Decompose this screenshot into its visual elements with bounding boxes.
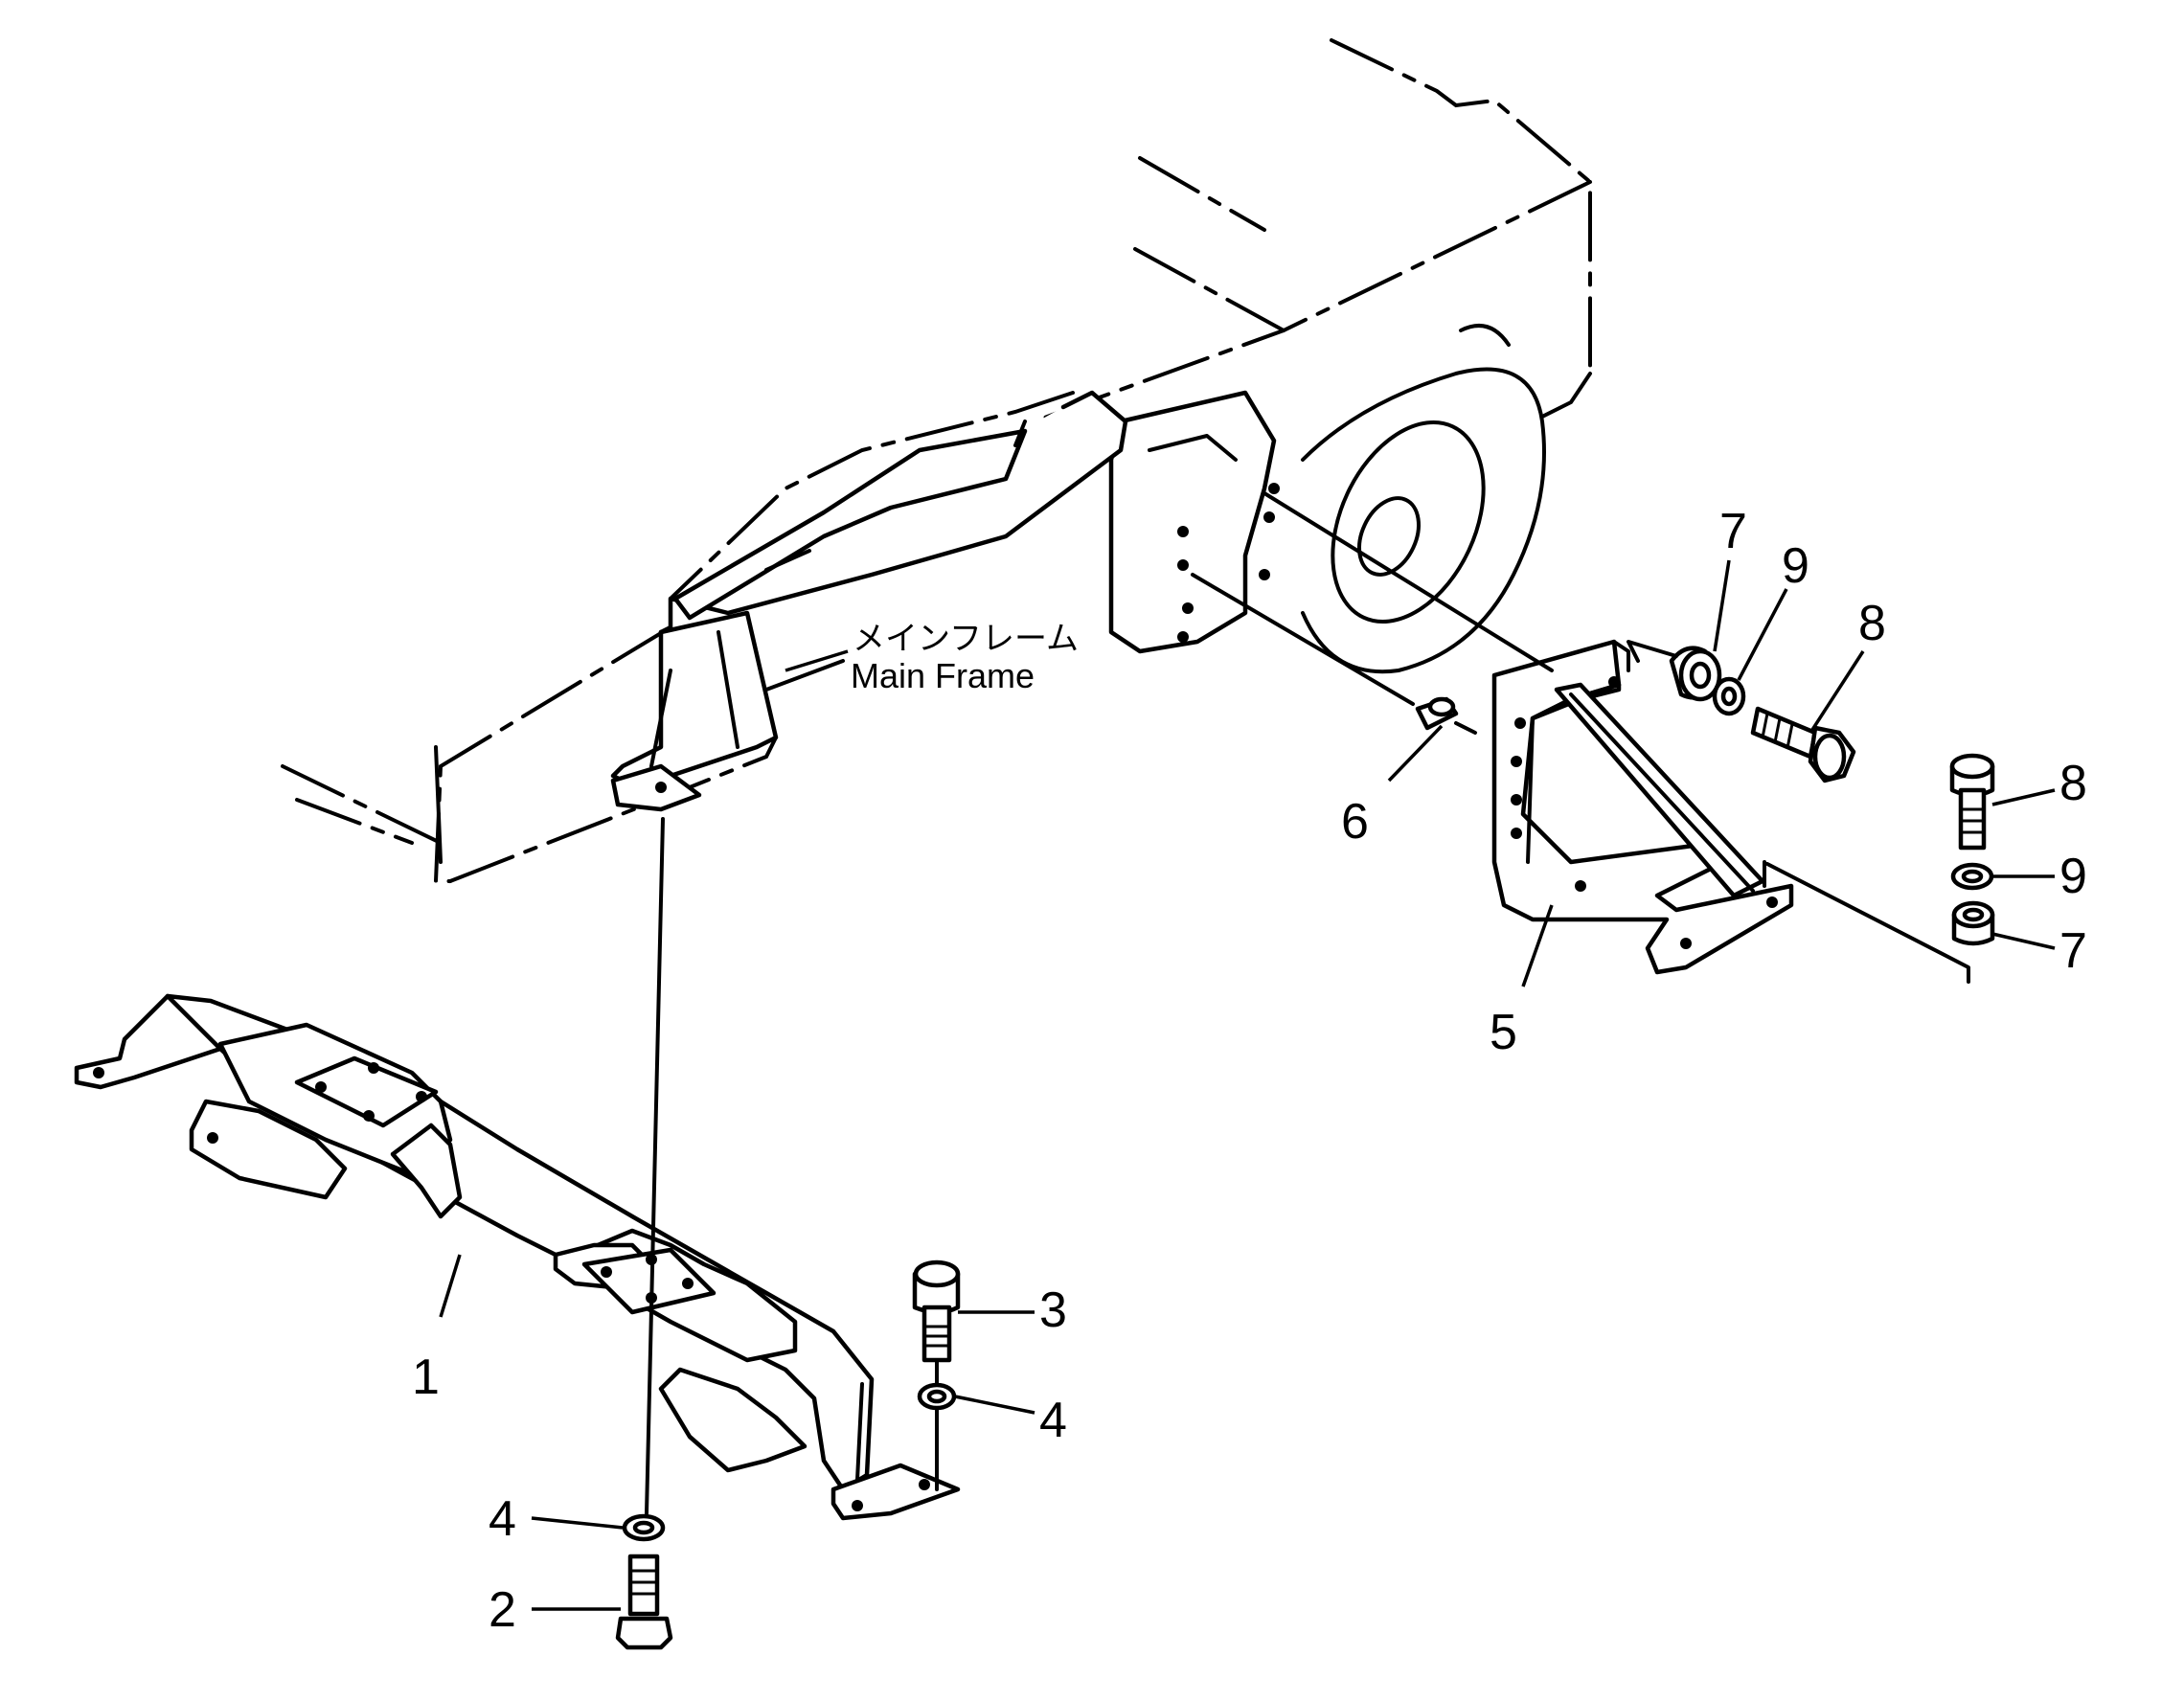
main-frame-label-en: Main Frame (851, 656, 1035, 695)
axle-support-beam (74, 993, 961, 1521)
callout-8-top: 8 (1858, 596, 1886, 651)
bolt-part-2 (615, 1554, 673, 1650)
callout-9-top: 9 (1782, 538, 1809, 594)
bolt-part-3 (912, 1259, 961, 1363)
bolt-part-8-top (1750, 706, 1856, 783)
pin-part-6 (1415, 696, 1459, 731)
callout-7-top: 7 (1719, 504, 1747, 559)
callout-8-right: 8 (2059, 756, 2087, 811)
washer-part-9-top (1712, 676, 1746, 716)
bolt-part-8-right (1949, 753, 1995, 851)
main-frame (281, 38, 1592, 883)
main-frame-label-jp: メインフレーム (853, 620, 1079, 658)
spacer-part-7-top (1669, 646, 1722, 702)
washer-part-4-left (622, 1513, 666, 1542)
callout-5: 5 (1490, 1005, 1517, 1060)
bracket-part-5 (1491, 639, 1794, 975)
callout-7-bottom: 7 (2059, 923, 2087, 979)
washer-part-4-right (917, 1382, 957, 1411)
spacer-part-7-bottom (1951, 900, 1995, 946)
callout-3: 3 (1039, 1282, 1067, 1338)
washer-part-9-right (1950, 862, 1994, 891)
callout-6: 6 (1341, 794, 1369, 850)
callout-2: 2 (489, 1582, 516, 1638)
callout-4-left: 4 (489, 1491, 516, 1547)
callout-4-right: 4 (1039, 1393, 1067, 1448)
callout-9-right: 9 (2059, 849, 2087, 904)
callout-1: 1 (412, 1350, 440, 1405)
